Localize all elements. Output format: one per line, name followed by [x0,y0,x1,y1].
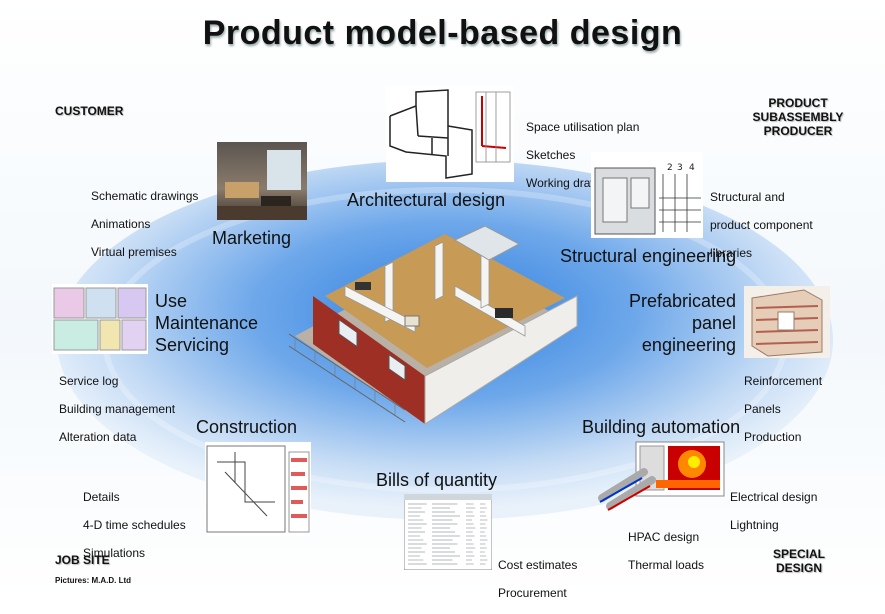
prefab-details: Reinforcement Panels Production [744,360,822,458]
stage-construction: Construction [196,417,298,437]
detail-line: Thermal loads [628,558,705,572]
corner-producer-line: PRODUCT [768,96,828,110]
detail-line: libraries [710,246,753,260]
automation-details-hpac: HPAC design Thermal loads [628,516,704,586]
detail-line: Electrical design [730,490,818,504]
detail-line: Reinforcement [744,374,823,388]
corner-producer: PRODUCT SUBASSEMBLY PRODUCER [748,96,848,138]
detail-line: Simulations [83,546,146,560]
automation-render-image [598,441,725,511]
corner-job-site: JOB SITE [55,553,110,567]
structural-drawing-image: 2 3 4 [591,152,703,238]
detail-line: Lightning [730,518,779,532]
floor-plan-image [386,86,514,182]
detail-line: product component [710,218,813,232]
stage-building-automation: Building automation [582,417,741,437]
apartment-model-image [288,226,578,425]
detail-line: Sketches [526,148,576,162]
detail-line: Virtual premises [91,245,177,259]
stage-prefabricated-panel-engineering: Prefabricated panel engineering [606,290,736,356]
construction-detail-image [205,442,311,536]
stage-label-line: Prefabricated [628,291,736,311]
corner-producer-line: SUBASSEMBLY [752,110,844,124]
bill-sheet-image [404,494,492,570]
stage-label-line: engineering [641,335,736,355]
picture-credit: Pictures: M.A.D. Ltd [55,576,132,585]
maintenance-plan-image [52,284,148,354]
detail-line: Schematic drawings [91,189,199,203]
detail-line: Procurement [498,586,567,600]
page-title: Product model-based design [202,14,683,52]
stage-label-line: Use [155,291,188,311]
detail-line: Space utilisation plan [526,120,640,134]
detail-line: HPAC design [628,530,700,544]
corner-special-design: SPECIAL DESIGN [765,547,833,575]
sketch-number: 4 [689,163,695,173]
structural-details: Structural and product component librari… [710,176,813,274]
construction-details: Details 4-D time schedules Simulations [83,476,186,574]
detail-line: Panels [744,402,781,416]
detail-line: 4-D time schedules [83,518,186,532]
detail-line: Building management [59,402,176,416]
sketch-number: 3 [677,163,683,173]
stage-label-line: panel [691,313,736,333]
stage-structural-engineering: Structural engineering [560,246,737,266]
detail-line: Structural and [710,190,785,204]
corner-producer-line: PRODUCER [763,124,833,138]
stage-bills-of-quantity: Bills of quantity [376,470,498,490]
sketch-number: 2 [667,163,673,173]
detail-line: Details [83,490,120,504]
stage-label-line: Servicing [155,335,230,355]
stage-architectural-design: Architectural design [347,190,506,210]
bills-details: Cost estimates Procurement [498,544,577,614]
detail-line: Animations [91,217,151,231]
use-details: Service log Building management Alterati… [59,360,175,458]
corner-special-line: DESIGN [775,561,822,575]
panel-render-image [744,286,830,358]
detail-line: Alteration data [59,430,137,444]
marketing-details: Schematic drawings Animations Virtual pr… [91,175,198,273]
stage-marketing: Marketing [212,228,292,248]
detail-line: Service log [59,374,119,388]
interior-render-image [217,142,307,220]
stage-use-maintenance-servicing: Use Maintenance Servicing [155,290,258,356]
corner-special-line: SPECIAL [772,547,825,561]
detail-line: Production [744,430,802,444]
stage-label-line: Maintenance [155,313,259,333]
automation-details-electrical: Electrical design Lightning [730,476,817,546]
corner-customer: CUSTOMER [55,104,124,118]
detail-line: Cost estimates [498,558,578,572]
